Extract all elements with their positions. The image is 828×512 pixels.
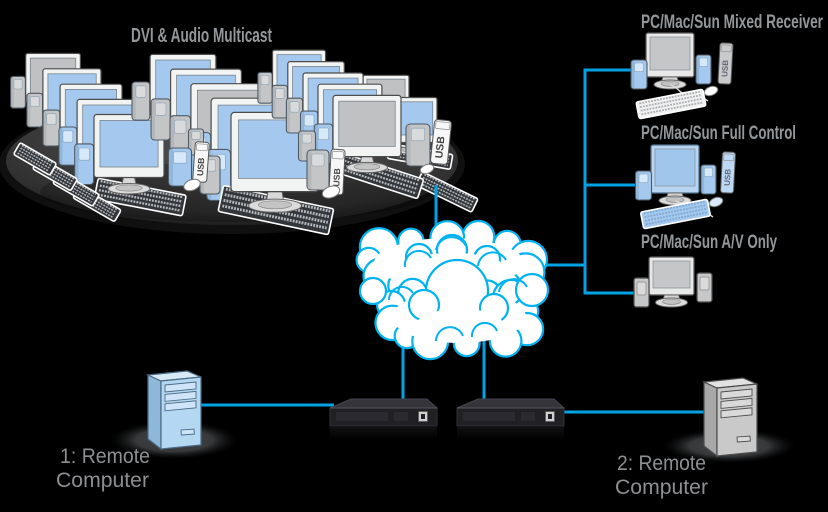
svg-text:1: Remote: 1: Remote [60, 445, 150, 468]
svg-text:USB: USB [433, 135, 447, 159]
svg-text:PC/Mac/Sun Full Control: PC/Mac/Sun Full Control [641, 123, 796, 144]
svg-text:PC/Mac/Sun Mixed Receiver: PC/Mac/Sun Mixed Receiver [641, 12, 823, 33]
svg-text:Computer: Computer [56, 469, 149, 492]
svg-text:USB: USB [331, 168, 342, 187]
svg-text:USB: USB [720, 59, 730, 77]
svg-text:2: Remote: 2: Remote [617, 452, 706, 475]
svg-text:DVI & Audio Multicast: DVI & Audio Multicast [131, 25, 272, 47]
svg-text:Computer: Computer [615, 476, 708, 499]
svg-text:USB: USB [195, 157, 206, 176]
svg-text:USB: USB [723, 168, 733, 186]
svg-text:PC/Mac/Sun A/V Only: PC/Mac/Sun A/V Only [641, 232, 777, 253]
